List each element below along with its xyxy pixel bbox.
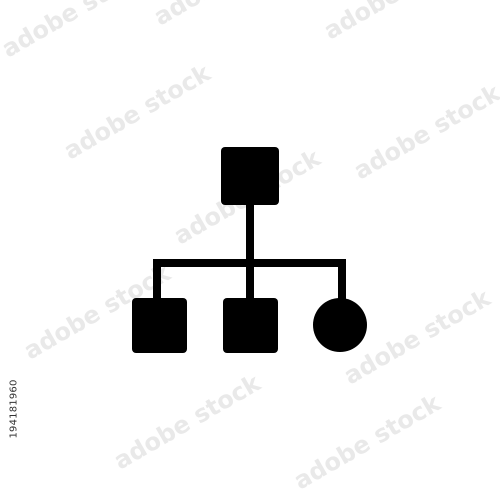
child-node-center-square-icon bbox=[223, 298, 278, 353]
watermark-text: adobe stock bbox=[0, 0, 154, 63]
watermark-text: adobe stock bbox=[349, 78, 500, 185]
watermark-text: adobe stock bbox=[59, 58, 216, 165]
connector-right-drop bbox=[338, 259, 346, 301]
connector-vertical-line bbox=[246, 205, 254, 300]
child-node-right-circle-icon bbox=[313, 298, 367, 352]
watermark-text: adobe stock bbox=[149, 0, 306, 31]
connector-horizontal-line bbox=[153, 259, 346, 267]
connector-left-drop bbox=[153, 259, 161, 301]
watermark-text: adobe stock bbox=[319, 0, 476, 45]
watermark-text: adobe stock bbox=[109, 368, 266, 475]
hierarchy-icon bbox=[132, 147, 367, 353]
top-node-square-icon bbox=[221, 147, 279, 205]
stock-id-label: 194181960 bbox=[8, 379, 20, 439]
watermark-text: adobe stock bbox=[289, 388, 446, 495]
child-node-left-square-icon bbox=[132, 298, 187, 353]
